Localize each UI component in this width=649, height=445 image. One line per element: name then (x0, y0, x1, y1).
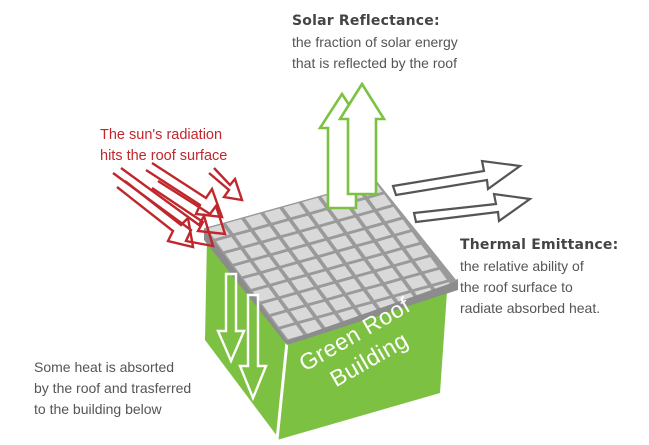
building-front-wall (277, 292, 447, 440)
sun-label-line2: hits the roof surface (100, 148, 228, 164)
roof-tile-icon (253, 256, 277, 272)
roof-tile-icon (290, 307, 314, 322)
roof-tile-icon (254, 226, 277, 241)
roof-tile-icon (291, 276, 314, 291)
roof-tile-icon (264, 208, 287, 223)
roof-tile-icon (311, 210, 335, 225)
roof-tile-icon (271, 312, 295, 327)
roof-tile-icon (245, 213, 268, 229)
sun-ray-arrow (112, 161, 244, 249)
heat-down-arrow (216, 272, 268, 402)
roof-tile-icon (309, 301, 333, 316)
building-corner-edge (275, 341, 289, 441)
roof-tile-icon (281, 264, 305, 279)
absorbed-heat-line2: by the roof and trasferred (34, 380, 192, 396)
roof-tile-icon (301, 228, 325, 243)
roof-tile-icon (366, 285, 390, 300)
solar-reflectance-title: Solar Reflectance: (292, 13, 440, 29)
roof-tile-icon (386, 249, 410, 265)
roof-tile-icon (339, 217, 363, 232)
roof-tile-icon (405, 244, 429, 259)
thermal-emittance-line1: the relative ability of (460, 258, 584, 274)
roof-tile-icon (386, 280, 409, 295)
roof-tile-icon (368, 194, 392, 209)
thermal-emittance-line3: radiate absorbed heat. (460, 300, 601, 316)
roof-tile-icon (319, 283, 343, 299)
roof-tile-icon (301, 258, 324, 273)
roof-tile-icon (359, 212, 382, 227)
roof-tile-icon (424, 269, 447, 284)
roof-tile-icon (349, 230, 372, 245)
roof-tile-icon (262, 299, 285, 315)
roof-tile-icon (283, 203, 306, 218)
roof-tile-icon (310, 240, 334, 256)
roof-tile-icon (234, 262, 258, 277)
roof-tile-icon (320, 222, 344, 238)
roof-tile-icon (225, 249, 248, 264)
roof-edge (204, 228, 458, 345)
roof-tile-icon (282, 233, 306, 248)
roof-surface (204, 180, 457, 341)
solar-reflectance-line1: the fraction of solar energy (292, 34, 458, 50)
roof-tile-icon (367, 255, 391, 270)
sun-label-line1: The sun's radiation (100, 127, 223, 143)
solar-reflectance-block: Solar Reflectance: the fraction of solar… (292, 11, 458, 74)
roof-tile-icon (405, 275, 428, 290)
roof-tile-icon (338, 278, 362, 293)
roof-tile-icon (302, 197, 326, 213)
roof-tile-icon (300, 289, 324, 304)
roof-tile-icon (225, 219, 249, 234)
roof-tile-icon (273, 221, 297, 236)
roof-tile-icon (415, 257, 438, 272)
roof-tile-icon (262, 269, 286, 284)
absorbed-heat-line3: to the building below (34, 401, 162, 417)
roof-tile-icon (243, 274, 267, 289)
absorbed-heat-label: Some heat is absorted by the roof and tr… (34, 357, 191, 420)
roof-tile-icon (292, 215, 316, 230)
roof-tile-icon (272, 251, 296, 266)
absorbed-heat-line1: Some heat is absorted (34, 359, 175, 375)
roof-tile-icon (280, 324, 304, 340)
roof-tile-icon (328, 296, 352, 311)
thermal-emittance-line2: the roof surface to (460, 279, 573, 295)
roof-tile-icon (329, 265, 353, 281)
emit-arrow (391, 159, 533, 224)
solar-reflectance-line2: that is reflected by the roof (292, 55, 457, 71)
roof-tile-icon (330, 235, 353, 250)
roof-tile-icon (235, 231, 258, 246)
roof-tile-icon (378, 206, 401, 222)
roof-tile-icon (272, 281, 295, 297)
roof-tile-icon (348, 260, 372, 275)
roof-tile-icon (320, 253, 343, 268)
thermal-emittance-title: Thermal Emittance: (460, 237, 619, 253)
roof-tile-icon (291, 246, 315, 261)
roof-tile-icon (387, 219, 411, 234)
roof-tile-icon (357, 273, 381, 288)
roof-tile-icon (396, 232, 420, 247)
roof-tile-icon (368, 224, 391, 240)
roof-tile-icon (244, 244, 268, 259)
roof-tile-icon (395, 262, 419, 277)
roof-tile-icon (263, 238, 287, 254)
roof-tile-icon (377, 237, 401, 252)
reflect-arrow (317, 81, 387, 210)
roof-tile-icon (358, 242, 382, 257)
thermal-emittance-block: Thermal Emittance: the relative ability … (460, 235, 618, 319)
roof-tile-icon (299, 319, 323, 334)
roof-tile-icon (216, 237, 239, 252)
roof-tile-icon (376, 267, 400, 283)
roof-tile-icon (347, 291, 371, 306)
sun-radiation-label: The sun's radiation hits the roof surfac… (100, 125, 227, 167)
roof-tile-icon (281, 294, 304, 309)
roof-tile-icon (310, 271, 333, 286)
roof-tile-icon (339, 248, 362, 263)
